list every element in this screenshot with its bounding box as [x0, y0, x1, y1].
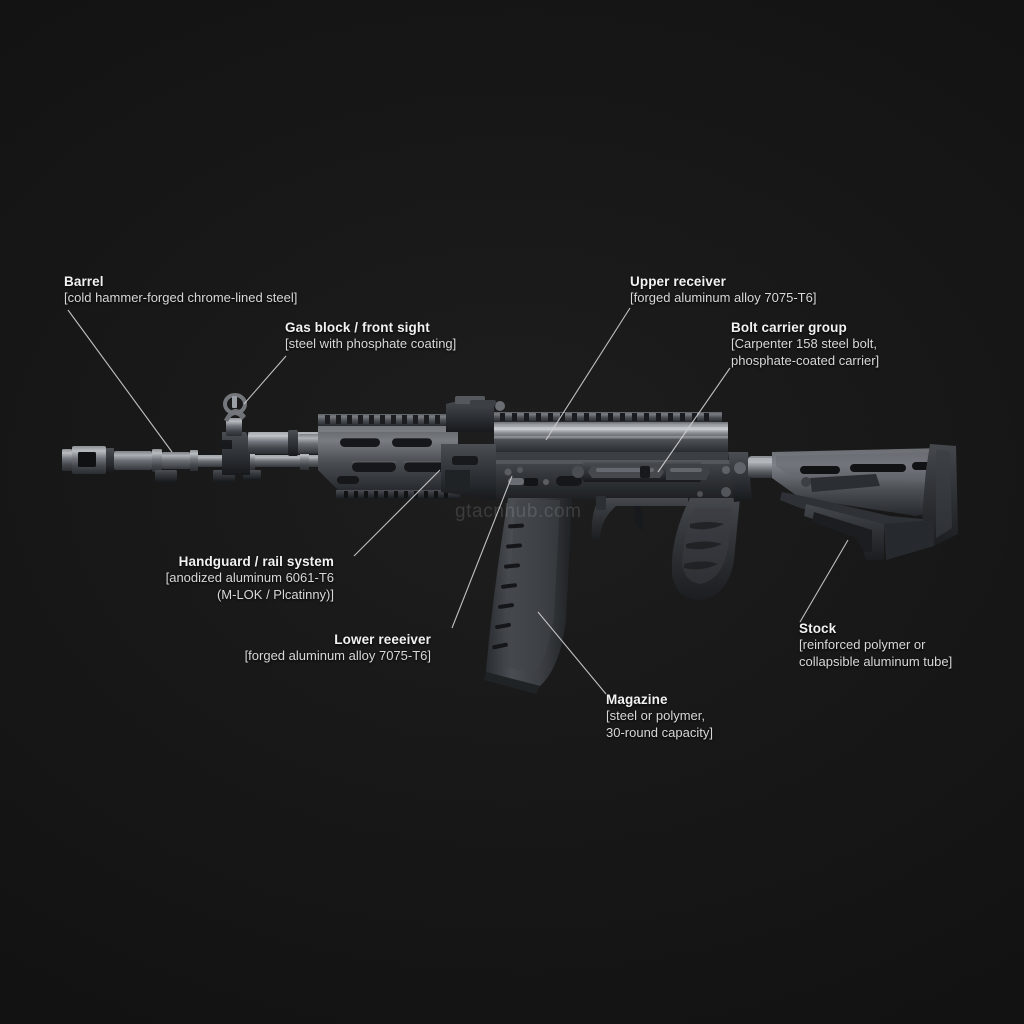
magazine	[484, 498, 572, 694]
stock	[728, 444, 958, 560]
callout-magazine-desc-2: 30-round capacity]	[606, 724, 713, 740]
callout-gas-block-front-sight: Gas block / front sight [steel with phos…	[285, 320, 456, 353]
callout-handguard-title: Handguard / rail system	[178, 554, 334, 569]
callout-stock: Stock [reinforced polymer or collapsible…	[799, 621, 952, 670]
callout-magazine-title: Magazine	[606, 692, 668, 707]
leader-upper-receiver	[545, 307, 631, 441]
bolt-carrier-group	[572, 462, 710, 482]
callout-bolt-carrier-desc-2: phosphate-coated carrier]	[731, 352, 880, 368]
gas-block-front-sight	[222, 393, 324, 475]
callout-gas-block-desc-1: [steel with phosphate coating]	[285, 336, 457, 351]
trigger-group	[591, 496, 688, 540]
muzzle-device	[62, 446, 198, 474]
handguard-rail-system	[318, 414, 460, 499]
callout-upper-receiver-desc-1: [forged aluminum alloy 7075-T6]	[630, 290, 817, 305]
leader-bolt-carrier-group	[657, 367, 731, 473]
leader-stock	[799, 539, 849, 623]
callout-gas-block-title: Gas block / front sight	[285, 320, 430, 335]
leader-magazine	[537, 611, 607, 695]
callout-bolt-carrier-title: Bolt carrier group	[731, 320, 847, 335]
callout-barrel-title: Barrel	[64, 274, 104, 289]
pistol-grip	[671, 498, 740, 600]
callout-magazine: Magazine [steel or polymer, 30-round cap…	[606, 692, 713, 741]
callout-stock-desc-1: [reinforced polymer or	[799, 637, 926, 652]
callout-barrel: Barrel [cold hammer-forged chrome-lined …	[64, 274, 297, 307]
callout-handguard-rail-system: Handguard / rail system [anodized alumin…	[166, 554, 334, 603]
callout-handguard-desc-1: [anodized aluminum 6061-T6	[165, 570, 334, 585]
callout-barrel-desc-1: [cold hammer-forged chrome-lined steel]	[64, 290, 298, 305]
callout-upper-receiver: Upper receiver [forged aluminum alloy 70…	[630, 274, 816, 307]
callout-stock-desc-2: collapsible aluminum tube]	[799, 653, 953, 669]
callout-magazine-desc-1: [steel or polymer,	[606, 708, 705, 723]
leader-handguard	[353, 469, 441, 557]
callout-bolt-carrier-group: Bolt carrier group [Carpenter 158 steel …	[731, 320, 879, 369]
leader-barrel	[67, 309, 173, 453]
leader-lower-receiver	[451, 475, 513, 629]
callout-lower-receiver-desc-1: [forged aluminum alloy 7075-T6]	[244, 648, 431, 663]
leader-gas-block	[243, 355, 287, 405]
callout-handguard-desc-2: (M-LOK / Plcatinny)]	[216, 586, 334, 602]
callout-bolt-carrier-desc-1: [Carpenter 158 steel bolt,	[731, 336, 877, 351]
callout-upper-receiver-title: Upper receiver	[630, 274, 726, 289]
callout-stock-title: Stock	[799, 621, 837, 636]
callout-lower-receiver-title: Lower reeeiver	[334, 632, 431, 647]
callout-lower-receiver: Lower reeeiver [forged aluminum alloy 70…	[245, 632, 431, 665]
